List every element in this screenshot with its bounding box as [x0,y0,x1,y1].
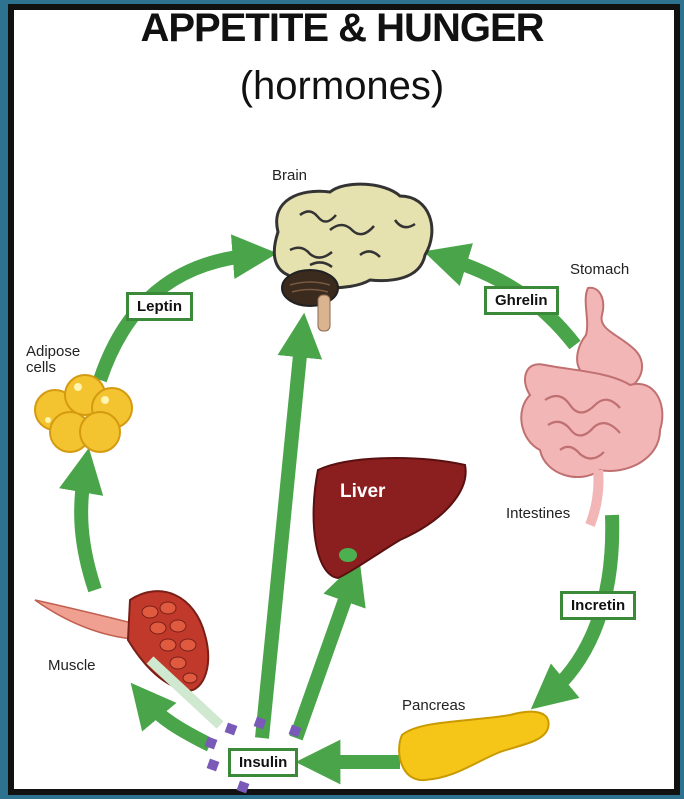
label-brain: Brain [272,168,307,184]
arrow-insulin-liver [296,580,352,738]
arrow-muscle-adipose [81,470,95,590]
brain-illustration [274,184,432,331]
label-pancreas: Pancreas [402,698,465,714]
label-liver: Liver [340,484,385,500]
adipose-illustration [35,375,132,452]
label-muscle: Muscle [48,658,96,674]
page-title: APPETITE & HUNGER [0,6,684,51]
label-intestines: Intestines [506,506,570,522]
page-subtitle: (hormones) [0,64,684,109]
arrow-insulin-brain [262,335,302,738]
digestive-illustration [521,288,662,525]
hormone-insulin: Insulin [228,748,298,777]
label-stomach: Stomach [570,262,629,278]
hormone-leptin: Leptin [126,292,193,321]
hormone-incretin: Incretin [560,591,636,620]
label-adipose: Adipose cells [26,344,96,376]
pancreas-illustration [399,712,548,780]
hormone-ghrelin: Ghrelin [484,286,559,315]
liver-illustration [314,458,466,578]
